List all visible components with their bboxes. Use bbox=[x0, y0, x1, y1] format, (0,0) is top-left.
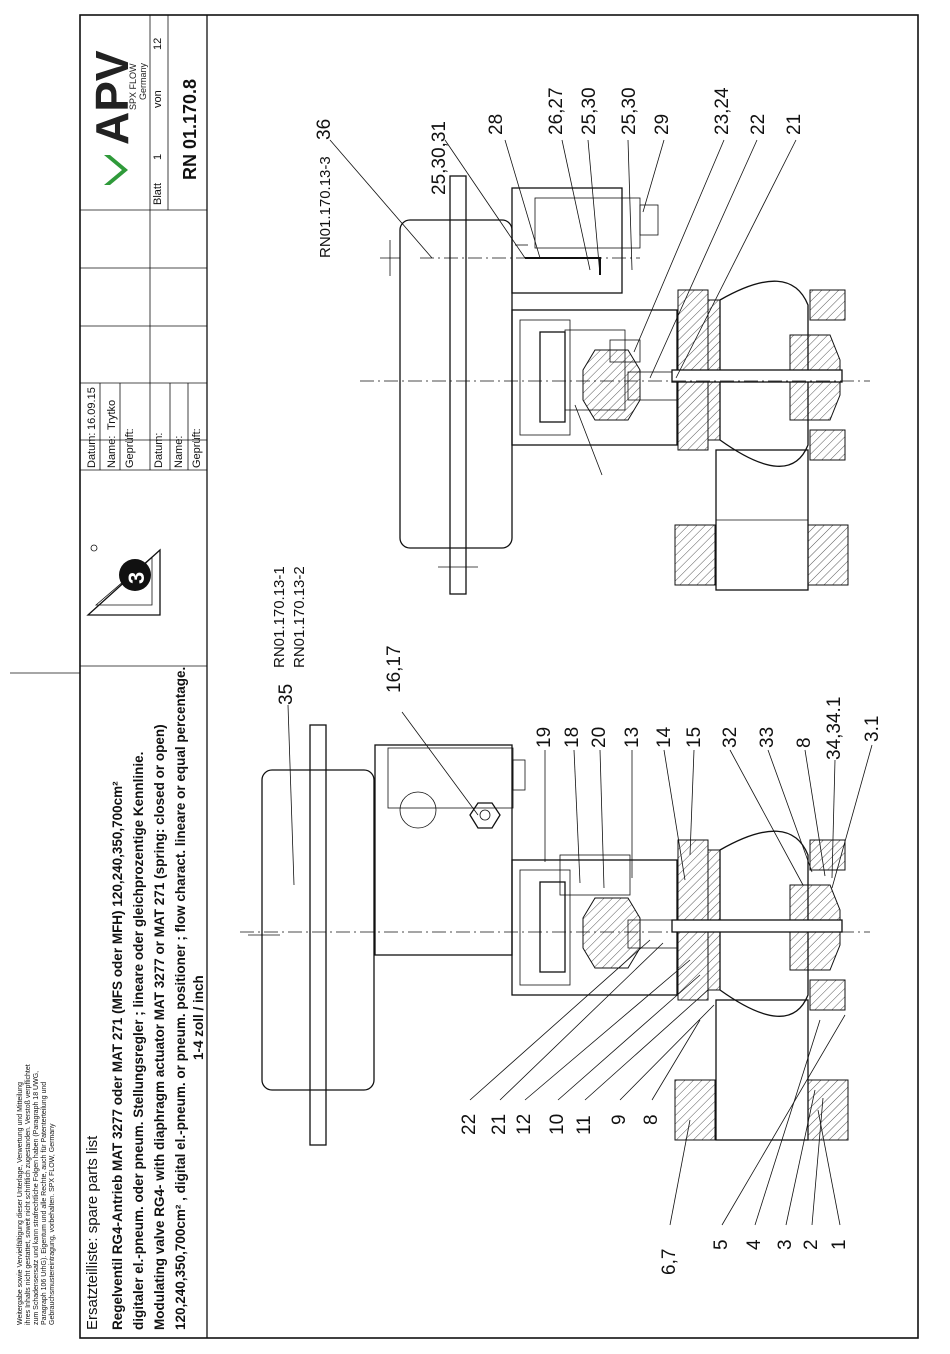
label: 3.1 bbox=[862, 716, 883, 742]
label: 21 bbox=[784, 114, 805, 135]
ref-rn-13-3: RN01.170.13-3 bbox=[317, 156, 334, 258]
top-valve-assembly bbox=[360, 175, 870, 595]
label: 25,30,31 bbox=[429, 121, 450, 195]
svg-text:zum Schadensersatz und kann st: zum Schadensersatz und kann strafrechtli… bbox=[33, 1071, 40, 1325]
projection-symbol: 3 bbox=[86, 544, 161, 616]
label: 20 bbox=[589, 727, 610, 748]
datum-value: 16.09.15 bbox=[86, 387, 98, 430]
label: 18 bbox=[562, 727, 583, 748]
label: 9 bbox=[609, 1114, 630, 1125]
name-value: Trytko bbox=[106, 400, 118, 430]
svg-text:Germany: Germany bbox=[138, 62, 148, 100]
svg-text:APV: APV bbox=[86, 50, 138, 145]
title-line-3: Modulating valve RG4- with diaphragm act… bbox=[152, 724, 167, 1330]
label: 14 bbox=[654, 726, 675, 748]
label: 12 bbox=[514, 1114, 535, 1135]
label: 21 bbox=[489, 1114, 510, 1135]
ref-rn-13-2: RN01.170.13-2 bbox=[291, 566, 308, 668]
doc-number: RN 01.170.8 bbox=[180, 79, 200, 180]
label: 1 bbox=[829, 1239, 850, 1250]
name2-label: Name: bbox=[173, 436, 185, 468]
label: 25,30 bbox=[619, 87, 640, 135]
label: 23,24 bbox=[712, 87, 733, 135]
label: 35 bbox=[276, 684, 297, 705]
svg-text:SPX FLOW: SPX FLOW bbox=[128, 63, 138, 110]
label: 6,7 bbox=[659, 1249, 680, 1275]
label: 36 bbox=[314, 119, 335, 140]
bottom-valve-assembly bbox=[240, 724, 870, 1146]
label: 8 bbox=[794, 737, 815, 748]
label: 22 bbox=[459, 1114, 480, 1135]
title-line-4: 120,240,350,700cm² , digital el.-pneum. … bbox=[173, 667, 188, 1330]
von-value: 12 bbox=[152, 38, 164, 50]
labels-bottom-left: 22 21 12 10 11 9 8 bbox=[459, 1114, 662, 1135]
label: 26,27 bbox=[546, 87, 567, 135]
svg-text:Gebrauchsmustereintragung, vor: Gebrauchsmustereintragung, vorbehalten. … bbox=[49, 1123, 56, 1325]
labels-bottom-right: 35 16,17 19 18 20 13 14 15 32 33 8 34,34… bbox=[276, 645, 883, 760]
label: 10 bbox=[547, 1114, 568, 1135]
geprueft-label: Geprüft: bbox=[124, 428, 136, 468]
label: 16,17 bbox=[384, 645, 405, 693]
title-line-5: 1-4 zoll / inch bbox=[191, 975, 206, 1060]
label: 19 bbox=[534, 727, 555, 748]
label: 4 bbox=[744, 1239, 765, 1250]
drawing-frame bbox=[79, 14, 919, 1339]
label: 34,34.1 bbox=[824, 697, 845, 760]
label: 11 bbox=[574, 1115, 595, 1135]
label: 2 bbox=[801, 1239, 822, 1250]
svg-text:Weitergabe sowie Vervielfältig: Weitergabe sowie Vervielfältigung dieser… bbox=[17, 1082, 24, 1325]
copyright-notice: Weitergabe sowie Vervielfältigung dieser… bbox=[17, 1064, 56, 1325]
blatt-value: 1 bbox=[152, 154, 164, 160]
label: 25,30 bbox=[579, 87, 600, 135]
title-line-1: Regelventil RG4-Antrieb MAT 3277 oder MA… bbox=[110, 781, 125, 1330]
label: 3 bbox=[775, 1239, 796, 1250]
svg-text:ihres Inhalts nicht gestattet,: ihres Inhalts nicht gestattet, soweit ni… bbox=[25, 1064, 32, 1325]
label: 32 bbox=[720, 727, 741, 748]
label: 13 bbox=[622, 727, 643, 748]
name-label: Name: bbox=[106, 436, 118, 468]
title-line-2: digitaler el.-pneum. oder pneum. Stellun… bbox=[131, 752, 146, 1330]
leader-lines bbox=[287, 139, 873, 1226]
datum2-label: Datum: bbox=[153, 433, 165, 468]
svg-text:Paragraph 106 UrhG). Eigentum: Paragraph 106 UrhG). Eigentum und alle R… bbox=[41, 1082, 48, 1325]
geprueft2-label: Geprüft: bbox=[191, 428, 203, 468]
apv-logo: APV SPX FLOW Germany bbox=[86, 50, 148, 185]
svg-text:3: 3 bbox=[124, 572, 149, 584]
label: 28 bbox=[486, 114, 507, 135]
label: 5 bbox=[711, 1239, 732, 1250]
blatt-label: Blatt bbox=[152, 183, 164, 205]
label: 8 bbox=[641, 1114, 662, 1125]
label: 33 bbox=[757, 727, 778, 748]
datum-label: Datum: bbox=[86, 433, 98, 468]
labels-top: 36 25,30,31 28 26,27 25,30 25,30 29 23,2… bbox=[314, 87, 805, 195]
labels-far-left: 6,7 5 4 3 2 1 bbox=[659, 1239, 850, 1275]
von-label: von bbox=[152, 90, 164, 108]
label: 22 bbox=[748, 114, 769, 135]
label: 29 bbox=[652, 114, 673, 135]
title-heading: Ersatzteilliste: spare parts list bbox=[84, 1135, 101, 1330]
ref-rn-13-1: RN01.170.13-1 bbox=[271, 566, 288, 668]
label: 15 bbox=[684, 727, 705, 748]
